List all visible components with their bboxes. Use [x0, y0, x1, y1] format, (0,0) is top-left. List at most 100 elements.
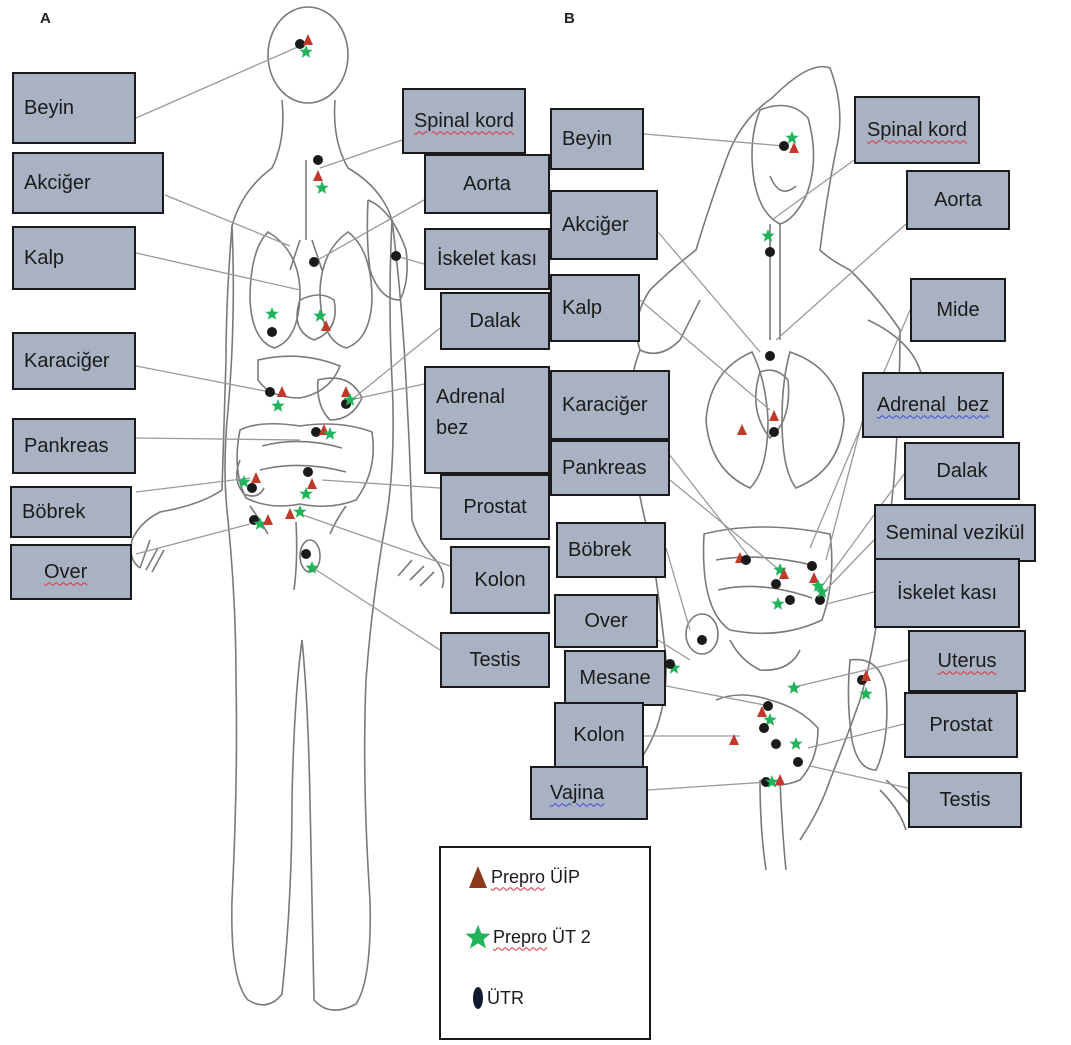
label-a-over: Over — [10, 544, 132, 600]
legend-prepro-uip-suffix: ÜİP — [545, 867, 580, 888]
label-a-spinal-kord: Spinal kord — [402, 88, 526, 154]
prepro-ut2-star-marker — [789, 737, 802, 750]
prepro-ut2-star-marker — [265, 307, 278, 320]
label-b-aorta: Aorta — [906, 170, 1010, 230]
receptor-dot-marker — [759, 723, 769, 733]
label-b-spinal-kord: Spinal kord — [854, 96, 980, 164]
label-b-testis: Testis — [908, 772, 1022, 828]
label-b-beyin: Beyin — [550, 108, 644, 170]
prepro-ut2-star-marker — [313, 309, 326, 322]
legend-item-prepro-uip: Prepro ÜİP — [467, 864, 580, 890]
panel-b-letter: B — [564, 10, 575, 27]
receptor-dot-marker — [303, 467, 313, 477]
receptor-dot-marker — [779, 141, 789, 151]
receptor-dot-marker — [765, 247, 775, 257]
receptor-dot-marker — [309, 257, 319, 267]
star-icon — [465, 924, 491, 950]
prepro-ut2-star-marker — [271, 399, 284, 412]
label-a-karaciger: Karaciğer — [12, 332, 136, 390]
label-b-mide: Mide — [910, 278, 1006, 342]
label-a-spinal-kord-text: Spinal kord — [414, 110, 514, 133]
label-b-adrenal-bez-text: Adrenal bez — [877, 394, 989, 417]
receptor-dot-marker — [311, 427, 321, 437]
label-a-beyin: Beyin — [12, 72, 136, 144]
label-b-uterus-text: Uterus — [938, 650, 997, 673]
receptor-dot-marker — [247, 483, 257, 493]
prepro-uip-triangle-marker — [313, 170, 323, 181]
label-a-kolon: Kolon — [450, 546, 550, 614]
receptor-dot-marker — [391, 251, 401, 261]
label-a-adrenal-bez: Adrenal bez — [424, 366, 550, 474]
prepro-uip-triangle-marker — [303, 34, 313, 45]
label-a-aorta: Aorta — [424, 154, 550, 214]
label-b-vajina-text: Vajina — [550, 782, 604, 805]
prepro-uip-triangle-marker — [775, 774, 785, 785]
label-b-iskelet-kasi: İskelet kası — [874, 558, 1020, 628]
label-b-seminal-vezikul: Seminal vezikül — [874, 504, 1036, 562]
label-b-mesane: Mesane — [564, 650, 666, 706]
legend-item-prepro-ut2: Prepro ÜT 2 — [465, 924, 591, 950]
receptor-dot-marker — [815, 595, 825, 605]
receptor-dot-marker — [771, 579, 781, 589]
label-a-adrenal-line1: Adrenal — [436, 382, 505, 413]
label-b-prostat: Prostat — [904, 692, 1018, 758]
label-b-akciger: Akciğer — [550, 190, 658, 260]
prepro-uip-triangle-marker — [263, 514, 273, 525]
label-a-testis: Testis — [440, 632, 550, 688]
legend-item-utr: ÜTR — [471, 984, 524, 1012]
legend-utr-label: ÜTR — [487, 988, 524, 1009]
prepro-ut2-star-marker — [787, 681, 800, 694]
label-b-dalak: Dalak — [904, 442, 1020, 500]
receptor-dot-marker — [665, 659, 675, 669]
legend-prepro-ut2-prefix: Prepro — [493, 927, 547, 948]
label-b-pankreas: Pankreas — [550, 440, 670, 496]
triangle-icon — [467, 864, 489, 890]
legend-prepro-uip-prefix: Prepro — [491, 867, 545, 888]
label-b-bobrek: Böbrek — [556, 522, 666, 578]
prepro-ut2-star-marker — [771, 597, 784, 610]
label-a-kalp: Kalp — [12, 226, 136, 290]
receptor-dot-marker — [769, 427, 779, 437]
human-body-outline — [131, 7, 444, 1010]
receptor-dot-marker — [807, 561, 817, 571]
label-a-dalak: Dalak — [440, 292, 550, 350]
prepro-uip-triangle-marker — [277, 386, 287, 397]
receptor-dot-marker — [301, 549, 311, 559]
label-b-kalp: Kalp — [550, 274, 640, 342]
prepro-ut2-star-marker — [785, 131, 798, 144]
prepro-uip-triangle-marker — [251, 472, 261, 483]
receptor-dot-marker — [785, 595, 795, 605]
label-b-uterus: Uterus — [908, 630, 1026, 692]
rat-body-outline — [630, 67, 923, 870]
label-a-akciger: Akciğer — [12, 152, 164, 214]
label-b-kolon: Kolon — [554, 702, 644, 768]
prepro-ut2-star-marker — [315, 181, 328, 194]
receptor-dot-marker — [765, 351, 775, 361]
prepro-uip-triangle-marker — [285, 508, 295, 519]
prepro-uip-triangle-marker — [321, 320, 331, 331]
label-b-spinal-kord-text: Spinal kord — [867, 119, 967, 142]
receptor-ellipse-icon — [471, 984, 485, 1012]
label-b-karaciger: Karaciğer — [550, 370, 670, 440]
prepro-uip-triangle-marker — [769, 410, 779, 421]
receptor-dot-marker — [771, 739, 781, 749]
receptor-dot-marker — [265, 387, 275, 397]
label-a-prostat: Prostat — [440, 474, 550, 540]
receptor-dot-marker — [793, 757, 803, 767]
receptor-dot-marker — [697, 635, 707, 645]
label-b-adrenal-bez: Adrenal bez — [862, 372, 1004, 438]
receptor-dot-marker — [313, 155, 323, 165]
label-a-pankreas: Pankreas — [12, 418, 136, 474]
legend-prepro-ut2-suffix: ÜT 2 — [547, 927, 591, 948]
prepro-uip-triangle-marker — [307, 478, 317, 489]
label-a-iskelet-kasi: İskelet kası — [424, 228, 550, 290]
prepro-ut2-star-marker — [761, 229, 774, 242]
label-b-over: Over — [554, 594, 658, 648]
receptor-dot-marker — [267, 327, 277, 337]
label-a-over-text: Over — [44, 561, 87, 584]
panel-a-letter: A — [40, 10, 51, 27]
label-a-bobrek: Böbrek — [10, 486, 132, 538]
receptor-dot-marker — [763, 701, 773, 711]
prepro-uip-triangle-marker — [789, 142, 799, 153]
prepro-uip-triangle-marker — [737, 424, 747, 435]
